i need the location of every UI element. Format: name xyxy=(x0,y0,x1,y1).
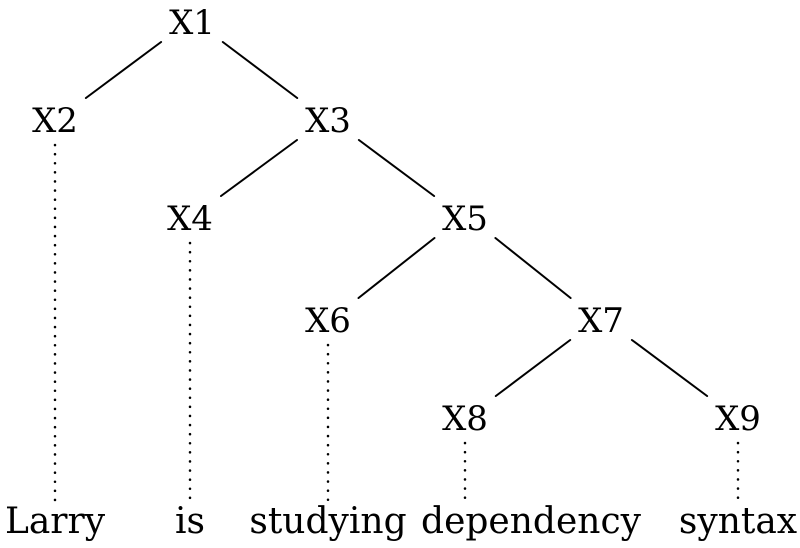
edge-x5-x6 xyxy=(357,237,436,299)
edge-x5-x7 xyxy=(494,237,572,299)
edge-x3-x5 xyxy=(357,139,436,197)
node-x2: X2 xyxy=(32,101,78,141)
node-x8: X8 xyxy=(442,399,488,439)
edge-x1-x2 xyxy=(84,41,163,99)
node-x1: X1 xyxy=(169,3,215,43)
word-larry: Larry xyxy=(5,501,106,542)
sentence-words: Larry is studying dependency syntax xyxy=(5,501,797,542)
edge-x7-x8 xyxy=(494,339,572,397)
tree-edges xyxy=(84,41,709,397)
node-x3: X3 xyxy=(305,101,351,141)
word-dependency: dependency xyxy=(421,501,642,542)
word-studying: studying xyxy=(249,501,406,542)
node-x9: X9 xyxy=(715,399,761,439)
node-x4: X4 xyxy=(167,199,213,239)
node-x6: X6 xyxy=(305,301,351,341)
node-x7: X7 xyxy=(578,301,624,341)
word-is: is xyxy=(175,501,205,542)
edge-x7-x9 xyxy=(630,339,709,397)
edge-x1-x3 xyxy=(221,41,299,99)
word-attachment-links xyxy=(53,143,740,504)
word-syntax: syntax xyxy=(679,501,797,542)
edge-x3-x4 xyxy=(220,139,298,197)
node-x5: X5 xyxy=(442,199,488,239)
